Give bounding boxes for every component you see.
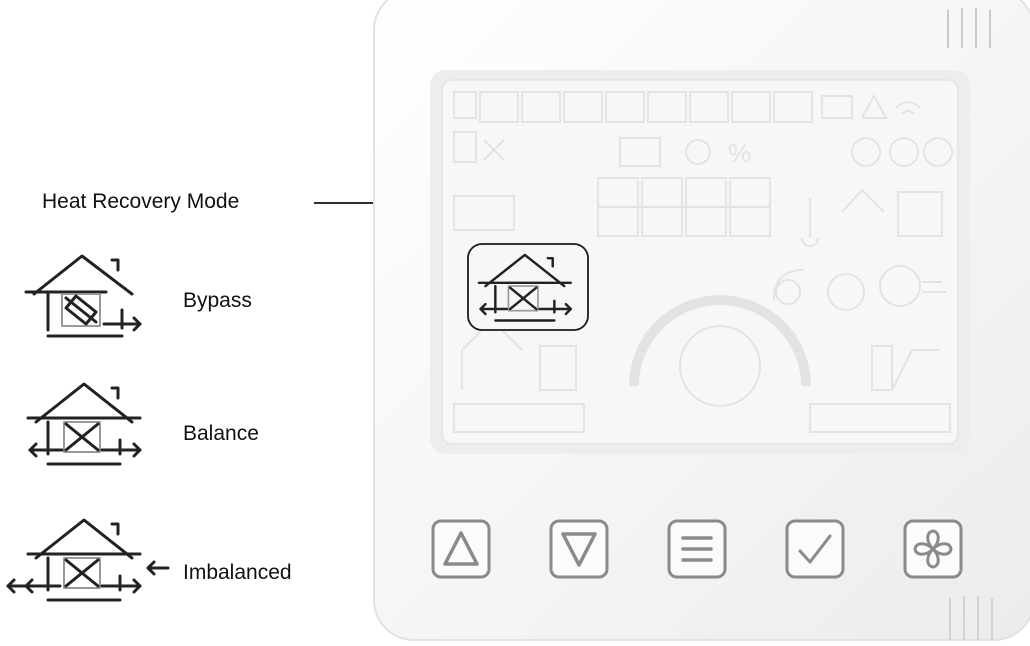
up-button[interactable]: [430, 518, 492, 580]
check-icon: [798, 534, 832, 564]
device-panel: %: [373, 0, 1030, 641]
imbalanced-mode-icon: [2, 514, 172, 614]
confirm-button[interactable]: [784, 518, 846, 580]
mode-label-bypass: Bypass: [183, 289, 252, 312]
mode-label-balance: Balance: [183, 422, 259, 445]
fan-button[interactable]: [902, 518, 964, 580]
bypass-mode-icon: [22, 250, 152, 350]
heat-recovery-mode-label: Heat Recovery Mode: [42, 190, 240, 213]
triangle-up-icon: [443, 531, 479, 566]
controller-device: %: [372, 0, 1030, 646]
balance-mode-icon: [22, 378, 152, 478]
mode-label-imbalanced: Imbalanced: [183, 561, 292, 584]
triangle-down-icon: [561, 532, 597, 567]
svg-text:%: %: [728, 138, 751, 168]
menu-button[interactable]: [666, 518, 728, 580]
down-button[interactable]: [548, 518, 610, 580]
menu-lines-icon: [681, 536, 713, 562]
active-mode-highlight: [467, 243, 589, 331]
fan-icon: [913, 529, 953, 569]
